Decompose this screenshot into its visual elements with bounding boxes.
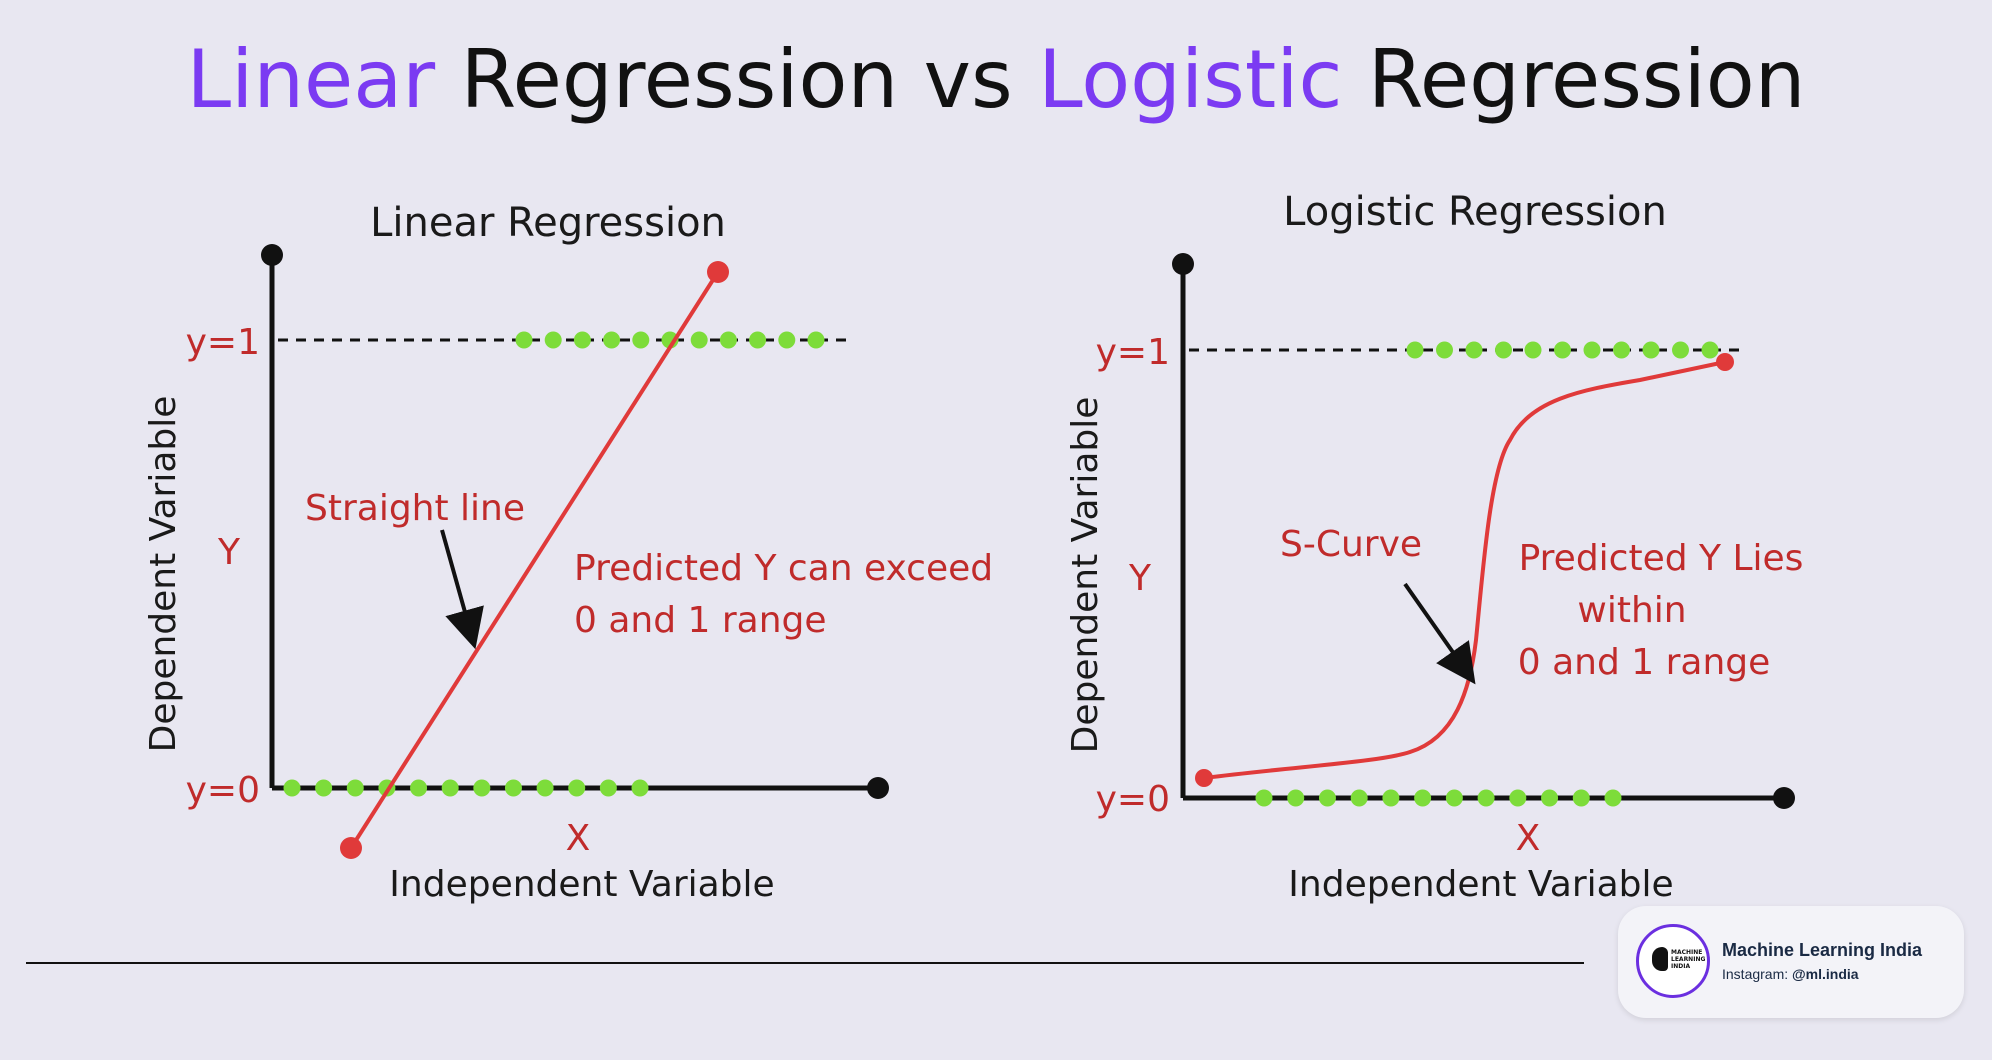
logistic-curve-start-point: [1195, 769, 1213, 787]
s-curve-arrow: [1403, 582, 1476, 685]
logistic-tick-y1: y=1: [1096, 332, 1170, 373]
linear-point-y1: [719, 331, 737, 349]
brand-name: Machine Learning India: [1722, 940, 1923, 960]
linear-regression-panel: Linear Regression y=1 y=0 Dependent Vari…: [143, 200, 993, 905]
logistic-point-y0: [1287, 789, 1305, 807]
logistic-point-y1: [1436, 341, 1453, 359]
linear-point-y0: [536, 779, 554, 797]
linear-point-y1: [515, 331, 533, 349]
footer-divider: [26, 962, 1584, 964]
logistic-point-y1: [1524, 341, 1542, 359]
logistic-note-line1: Predicted Y Lies: [1519, 538, 1804, 579]
logistic-point-y1: [1465, 341, 1483, 359]
linear-tick-y0: y=0: [186, 770, 260, 811]
brand-handle-value: @ml.india: [1792, 966, 1859, 982]
title-linear-word: Linear: [186, 33, 436, 126]
linear-x-axis-label: Independent Variable: [389, 864, 774, 905]
title-middle: Regression vs: [435, 33, 1039, 126]
linear-point-y0: [568, 779, 586, 797]
logistic-point-y1: [1613, 341, 1630, 359]
linear-regression-line: [349, 270, 720, 850]
logistic-point-y1: [1554, 341, 1571, 359]
linear-point-y0: [346, 779, 364, 797]
linear-point-y0: [315, 779, 333, 797]
brand-logo: MACHINE LEARNING INDIA: [1636, 924, 1710, 998]
brand-handle-prefix: Instagram:: [1722, 966, 1793, 982]
linear-point-y1: [807, 331, 825, 349]
logistic-point-y0: [1541, 789, 1559, 807]
logistic-curve-end-point: [1716, 353, 1734, 371]
brand-logo-text: MACHINE LEARNING INDIA: [1671, 949, 1706, 970]
linear-x-symbol: X: [566, 818, 591, 859]
linear-point-y0: [283, 779, 301, 797]
linear-note-line1: Predicted Y can exceed: [574, 548, 993, 589]
linear-panel-heading: Linear Regression: [370, 200, 726, 246]
logistic-tick-y0: y=0: [1096, 779, 1170, 820]
logistic-point-y0: [1445, 789, 1463, 807]
logistic-x-symbol: X: [1516, 818, 1541, 859]
linear-point-y1: [749, 331, 767, 349]
logistic-point-y0: [1604, 789, 1622, 807]
logistic-point-y0: [1350, 789, 1368, 807]
logistic-x-axis-label: Independent Variable: [1288, 864, 1673, 905]
linear-point-y0: [441, 779, 459, 797]
logistic-note-line2: within: [1577, 590, 1686, 631]
title-end: Regression: [1342, 33, 1806, 126]
linear-point-y1: [632, 331, 650, 349]
linear-point-y0: [410, 779, 428, 797]
linear-x-axis-end: [867, 777, 889, 799]
linear-y-symbol: Y: [217, 532, 241, 573]
logistic-x-axis-end: [1773, 787, 1795, 809]
linear-point-y1: [690, 331, 708, 349]
linear-point-y1: [778, 331, 796, 349]
linear-line-start-point: [340, 837, 362, 859]
logistic-point-y1: [1701, 341, 1719, 359]
logistic-point-y1: [1406, 341, 1424, 359]
linear-point-y0: [504, 779, 522, 797]
linear-point-y1: [603, 331, 621, 349]
logistic-point-y0: [1572, 789, 1590, 807]
straight-line-arrow: [440, 529, 484, 650]
logistic-point-y0: [1318, 789, 1336, 807]
linear-point-y1: [544, 331, 562, 349]
brand-card: MACHINE LEARNING INDIA Machine Learning …: [1618, 906, 1964, 1018]
linear-point-y0: [473, 779, 491, 797]
logistic-point-y1: [1583, 341, 1601, 359]
logistic-note-line3: 0 and 1 range: [1518, 642, 1771, 683]
logistic-point-y1: [1672, 341, 1689, 359]
s-curve-annotation: S-Curve: [1280, 524, 1422, 565]
logistic-point-y0: [1509, 789, 1527, 807]
logistic-point-y1: [1642, 341, 1660, 359]
page-title: Linear Regression vs Logistic Regression: [0, 30, 1992, 130]
logistic-y-axis-label: Dependent Variable: [1065, 397, 1106, 754]
logistic-point-y1: [1495, 341, 1512, 359]
title-logistic-word: Logistic: [1038, 33, 1343, 126]
linear-tick-y1: y=1: [186, 322, 260, 363]
linear-note-line2: 0 and 1 range: [574, 600, 827, 641]
linear-y-axis-label: Dependent Variable: [143, 396, 184, 753]
logistic-point-y0: [1414, 789, 1432, 807]
logistic-y-symbol: Y: [1128, 558, 1152, 599]
logistic-point-y0: [1477, 789, 1495, 807]
logistic-panel-heading: Logistic Regression: [1283, 189, 1667, 235]
logistic-regression-panel: Logistic Regression y=1 y=0 Dependent Va…: [1065, 189, 1803, 905]
logistic-y-axis-end: [1172, 253, 1194, 275]
logistic-point-y0: [1382, 789, 1400, 807]
linear-y-axis-end: [261, 244, 283, 266]
linear-point-y0: [631, 779, 649, 797]
linear-line-end-point: [707, 261, 729, 283]
logistic-points-class-0: [1255, 789, 1622, 807]
linear-point-y0: [599, 779, 617, 797]
straight-line-annotation: Straight line: [305, 488, 525, 529]
logistic-sigmoid-curve: [1203, 360, 1726, 780]
logistic-point-y0: [1255, 789, 1273, 807]
logistic-points-class-1: [1406, 341, 1719, 359]
linear-point-y1: [573, 331, 591, 349]
head-silhouette-icon: [1652, 947, 1668, 971]
brand-handle: Instagram: @ml.india: [1722, 966, 1859, 982]
